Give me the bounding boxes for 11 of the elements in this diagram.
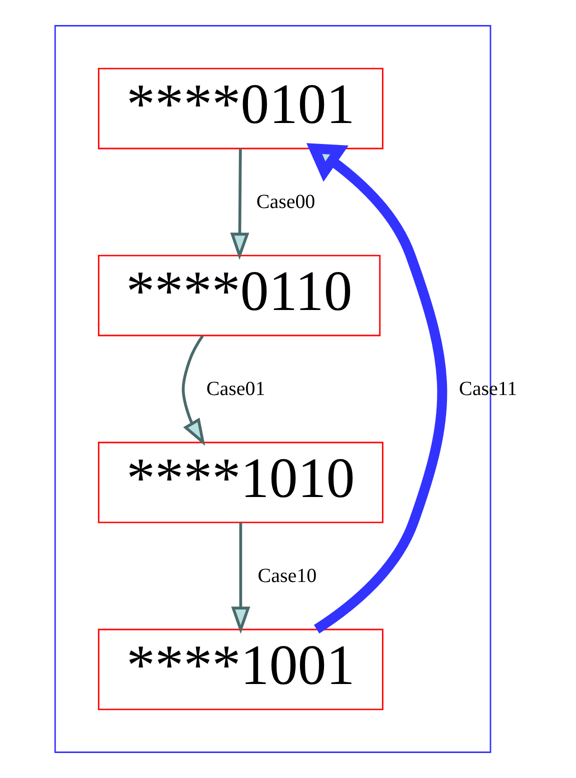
arrow bbox=[230, 522, 250, 634]
edge-label: Case01 bbox=[206, 378, 265, 400]
arrow bbox=[306, 143, 447, 634]
node-box: ****1010 bbox=[97, 442, 383, 524]
edge-label: Case00 bbox=[256, 191, 315, 214]
node-box: ****1001 bbox=[97, 628, 383, 710]
node-box: ****0101 bbox=[97, 68, 383, 150]
node-box: ****0110 bbox=[97, 254, 380, 336]
arrow bbox=[181, 335, 205, 446]
arrow bbox=[230, 148, 249, 260]
edge-label: Case10 bbox=[257, 564, 316, 587]
